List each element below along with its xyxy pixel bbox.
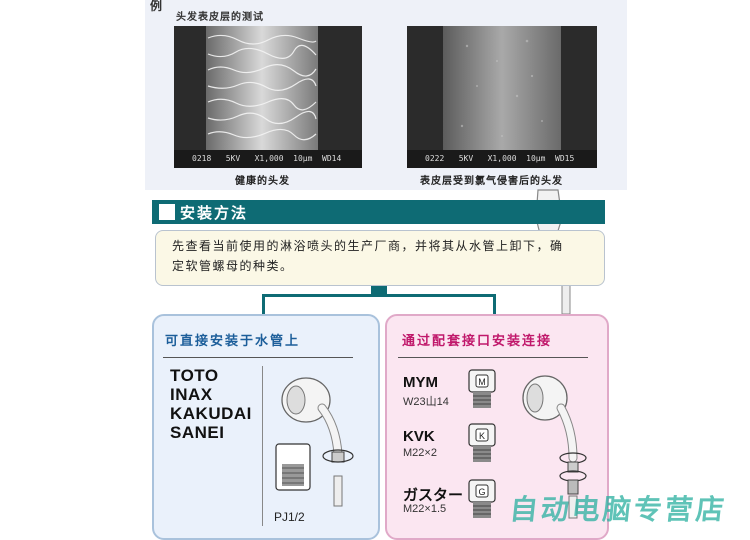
brand-inax: INAX: [170, 385, 213, 404]
damaged-hair-caption: 表皮层受到氯气侵害后的头发: [420, 176, 563, 187]
adapter-mym-size: W23山14: [403, 396, 449, 408]
damaged-hair-image: 0222 5KV X1,000 10μm WD15: [407, 26, 597, 168]
example-mark: 例: [150, 0, 163, 13]
instruction-text: 先查看当前使用的淋浴喷头的生产厂商，并将其从水管上卸下，确定软管螺母的种类。: [172, 239, 564, 273]
watermark: 自动电脑专营店: [508, 493, 729, 526]
brand-list: TOTO INAX KAKUDAI SANEI: [170, 366, 252, 442]
kvk-nut-icon: K: [468, 423, 496, 462]
divider: [262, 366, 263, 526]
mym-nut-icon: M: [468, 369, 496, 408]
thread-size-label: PJ1/2: [274, 510, 305, 524]
divider: [163, 357, 353, 358]
header-square-icon: [159, 204, 175, 220]
connector-horizontal: [262, 294, 496, 297]
connector-right-drop: [493, 294, 496, 316]
adapter-kvk-size: M22×2: [403, 447, 437, 459]
brand-toto: TOTO: [170, 366, 219, 385]
adapter-mym-name: MYM: [403, 374, 438, 391]
connector-stem: [371, 286, 387, 296]
divider: [398, 357, 588, 358]
adapter-install-title: 通过配套接口安装连接: [402, 334, 553, 349]
hair-test-caption: 头发表皮层的测试: [176, 12, 264, 23]
installation-method-title: 安装方法: [180, 204, 249, 222]
gastar-nut-letter: G: [478, 487, 485, 497]
kvk-nut-letter: K: [479, 431, 485, 441]
adapter-gastar-name: ガスター: [403, 487, 464, 504]
brand-sanei: SANEI: [170, 423, 225, 442]
healthy-hair-scale-label: 0218 5KV X1,000 10μm WD14: [174, 150, 362, 168]
healthy-hair-image: 0218 5KV X1,000 10μm WD14: [174, 26, 362, 168]
connector-left-drop: [262, 294, 265, 316]
instruction-box: [155, 230, 605, 286]
gastar-nut-icon: G: [468, 479, 496, 518]
healthy-hair-caption: 健康的头发: [235, 176, 290, 187]
direct-shower-illustration: [275, 377, 354, 507]
installation-method-header: [152, 200, 605, 224]
adapter-kvk-name: KVK: [403, 428, 435, 445]
direct-install-title: 可直接安装于水管上: [165, 334, 301, 349]
damaged-hair-scale-label: 0222 5KV X1,000 10μm WD15: [407, 150, 597, 168]
adapter-shower-illustration: [522, 375, 587, 519]
adapter-gastar-size: M22×1.5: [403, 503, 447, 515]
brand-kakudai: KAKUDAI: [170, 404, 252, 423]
mym-nut-letter: M: [478, 377, 486, 387]
